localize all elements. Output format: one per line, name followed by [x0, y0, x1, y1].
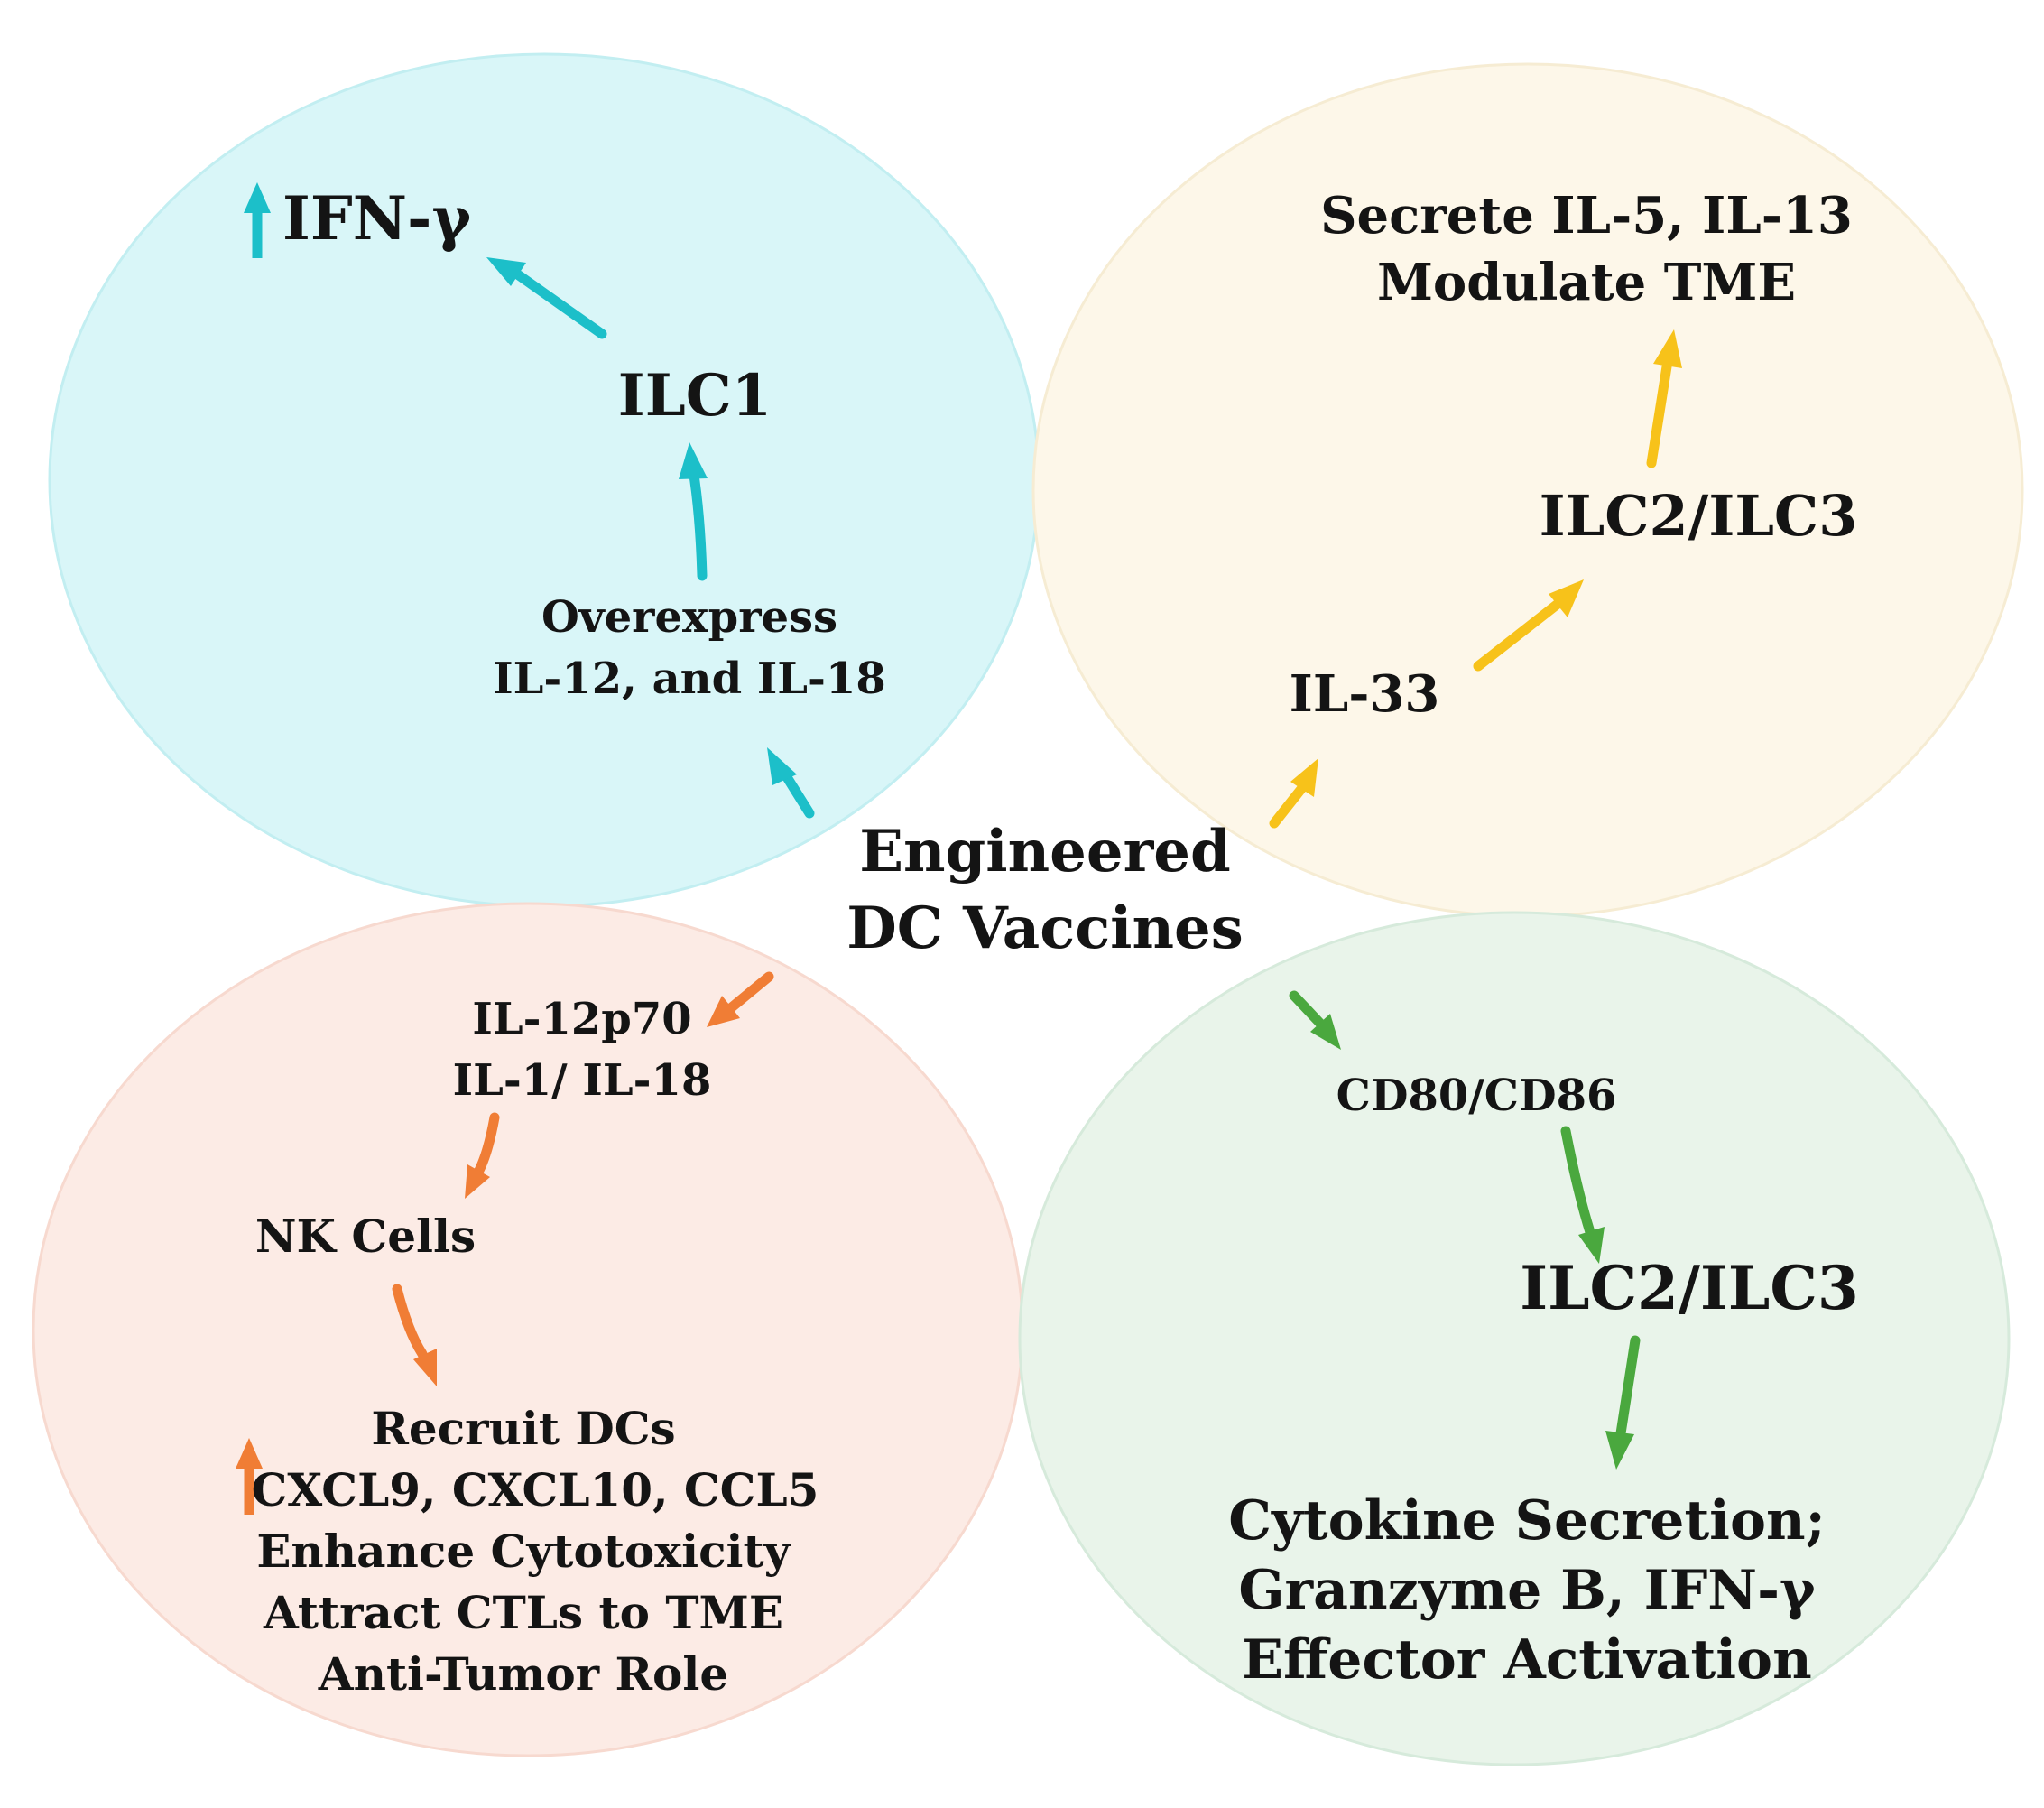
- ilc1-to-ifng-arrow: [486, 257, 607, 339]
- center-to-ilc1-signal-arrow: [767, 747, 815, 819]
- nk-signal-line2: IL-1/ IL-18: [453, 1055, 712, 1106]
- ilc1-signal-line2: IL-12, and IL-18: [493, 654, 886, 704]
- cd80-cd86-label: CD80/CD86: [1336, 1071, 1617, 1121]
- nk-outcome-line5: Anti-Tumor Role: [318, 1647, 728, 1701]
- ilc1-circle: [48, 52, 1040, 908]
- costim-cell-label: ILC2/ILC3: [1520, 1253, 1859, 1323]
- costim-outcome-line3: Effector Activation: [1242, 1628, 1811, 1692]
- signal-to-ilc1-arrow: [679, 442, 708, 581]
- nk-outcome-line3: Enhance Cytotoxicity: [256, 1525, 791, 1578]
- center-title-line2: DC Vaccines: [846, 895, 1244, 962]
- ilc1-cell-label: ILC1: [618, 362, 772, 430]
- center-to-cd80-arrow: [1289, 990, 1341, 1050]
- ilc2-arrows: [1269, 329, 1682, 829]
- costim-circle: [1018, 911, 2011, 1766]
- ilc2-to-cytokine-arrow: [1605, 1335, 1641, 1470]
- ifng-label: IFN-γ: [282, 183, 471, 254]
- ilc2-to-secrete-arrow: [1646, 329, 1682, 468]
- center-title-line1: Engineered: [859, 818, 1231, 885]
- nk-outcome-line1: Recruit DCs: [371, 1402, 675, 1455]
- il33-to-ilc2-arrow: [1473, 579, 1584, 672]
- il33-label: IL-33: [1290, 664, 1440, 724]
- center-to-nk-signal-arrow: [707, 971, 774, 1027]
- center-to-il33-arrow: [1269, 758, 1318, 829]
- up-arrow-icon: [244, 182, 271, 258]
- ilc1-arrows: [244, 182, 815, 819]
- nk-cells-to-outcome-arrow: [392, 1284, 437, 1386]
- nk-signal-line1: IL-12p70: [472, 994, 691, 1044]
- nk-outcome-line2: CXCL9, CXCL10, CCL5: [252, 1463, 819, 1516]
- ilc2-cell-label: ILC2/ILC3: [1540, 483, 1858, 549]
- costim-outcome-line1: Cytokine Secretion;: [1228, 1489, 1826, 1553]
- nk-outcome-line4: Attract CTLs to TME: [263, 1586, 783, 1639]
- nk-signal-to-nk-cells-arrow: [465, 1112, 500, 1199]
- cd80-to-ilc2-arrow: [1560, 1126, 1605, 1264]
- ilc2-result-line1: Secrete IL-5, IL-13: [1320, 186, 1853, 246]
- ilc2-result-line2: Modulate TME: [1377, 253, 1796, 312]
- costim-arrows: [1289, 990, 1641, 1470]
- up-arrow-icon: [236, 1438, 263, 1515]
- nk-arrows: [236, 971, 774, 1515]
- nk-cells-label: NK Cells: [255, 1210, 476, 1263]
- ilc1-signal-line1: Overexpress: [541, 592, 837, 643]
- costim-outcome-line2: Granzyme B, IFN-γ: [1238, 1559, 1816, 1622]
